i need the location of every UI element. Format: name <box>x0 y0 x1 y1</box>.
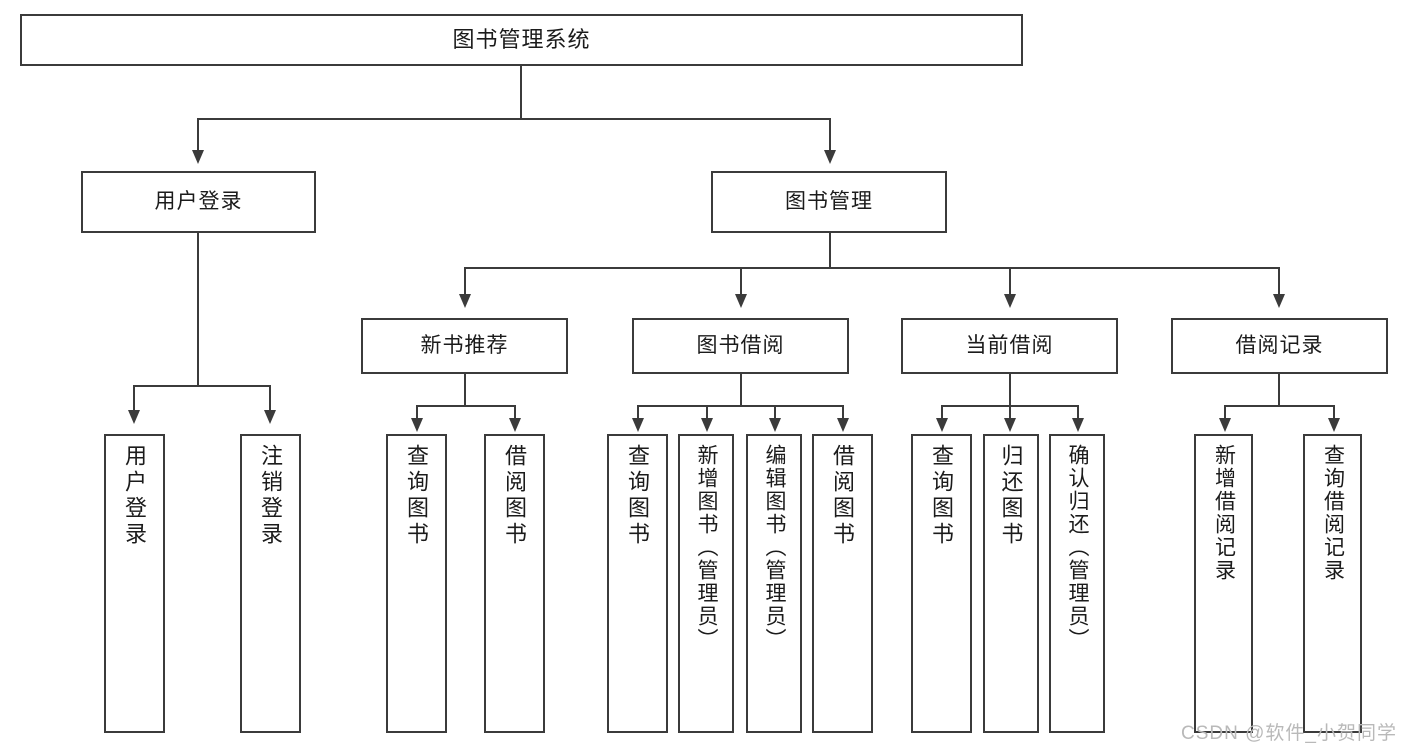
leaf-borrow-book-bb[interactable]: 借阅图书 <box>812 434 873 733</box>
watermark-text: CSDN @软件_小贺同学 <box>1181 723 1397 744</box>
node-label: 新增借阅记录 <box>1212 444 1236 582</box>
arrowhead-br-leaf1 <box>1219 418 1231 432</box>
node-new-book-recommend[interactable]: 新书推荐 <box>361 318 568 374</box>
connector-to-user-login <box>197 118 199 152</box>
node-current-borrow[interactable]: 当前借阅 <box>901 318 1118 374</box>
connector-drop-user-login-leaf <box>133 385 135 412</box>
connector-book-manage-trunk <box>829 233 831 268</box>
arrowhead-nbr-leaf2 <box>509 418 521 432</box>
arrowhead-bb-leaf1 <box>632 418 644 432</box>
node-book-management[interactable]: 图书管理 <box>711 171 947 233</box>
node-label: 新书推荐 <box>420 333 509 357</box>
connector-to-book-manage <box>829 118 831 152</box>
leaf-borrow-book-nbr[interactable]: 借阅图书 <box>484 434 545 733</box>
leaf-confirm-return-admin[interactable]: 确认归还（管理员） <box>1049 434 1105 733</box>
node-label: 用户登录 <box>122 444 148 548</box>
node-label: 借阅图书 <box>502 444 528 548</box>
leaf-user-login[interactable]: 用户登录 <box>104 434 165 733</box>
node-label: 注销登录 <box>258 444 284 548</box>
arrowhead-bb-leaf2 <box>701 418 713 432</box>
arrowhead-br-leaf2 <box>1328 418 1340 432</box>
connector-drop-br-leaf1 <box>1224 405 1226 420</box>
node-root-system[interactable]: 图书管理系统 <box>20 14 1023 66</box>
connector-drop-nbr-leaf2 <box>514 405 516 420</box>
connector-new-book-rec-bus <box>416 405 515 407</box>
leaf-add-borrow-record[interactable]: 新增借阅记录 <box>1194 434 1253 733</box>
leaf-edit-book-admin[interactable]: 编辑图书（管理员） <box>746 434 802 733</box>
connector-book-borrow-trunk <box>740 374 742 406</box>
arrowhead-to-user-login <box>192 150 204 164</box>
node-label: 图书管理 <box>785 189 873 213</box>
arrowhead-nbr-leaf1 <box>411 418 423 432</box>
connector-book-borrow-bus <box>637 405 844 407</box>
leaf-logout[interactable]: 注销登录 <box>240 434 301 733</box>
node-label: 新增图书（管理员） <box>695 444 719 651</box>
node-user-login[interactable]: 用户登录 <box>81 171 316 233</box>
node-label: 查询借阅记录 <box>1321 444 1345 582</box>
node-label: 归还图书 <box>998 444 1024 548</box>
connector-current-borrow-trunk <box>1009 374 1011 406</box>
arrowhead-logout-leaf <box>264 410 276 424</box>
arrowhead-current-borrow <box>1004 294 1016 308</box>
connector-root-trunk <box>520 66 522 119</box>
node-label: 确认归还（管理员） <box>1066 444 1090 651</box>
arrowhead-to-book-manage <box>824 150 836 164</box>
connector-drop-cb-leaf1 <box>941 405 943 420</box>
connector-drop-nbr-leaf1 <box>416 405 418 420</box>
arrowhead-new-book-rec <box>459 294 471 308</box>
leaf-query-book-bb[interactable]: 查询图书 <box>607 434 668 733</box>
leaf-return-book[interactable]: 归还图书 <box>983 434 1039 733</box>
node-label: 查询图书 <box>404 444 430 548</box>
connector-drop-bb-leaf3 <box>774 405 776 420</box>
connector-drop-book-borrow <box>740 267 742 296</box>
arrowhead-bb-leaf4 <box>837 418 849 432</box>
connector-drop-current-borrow <box>1009 267 1011 296</box>
connector-new-book-rec-trunk <box>464 374 466 406</box>
connector-drop-cb-leaf3 <box>1077 405 1079 420</box>
arrowhead-borrow-record <box>1273 294 1285 308</box>
leaf-add-book-admin[interactable]: 新增图书（管理员） <box>678 434 734 733</box>
arrowhead-user-login-leaf <box>128 410 140 424</box>
leaf-query-book-cb[interactable]: 查询图书 <box>911 434 972 733</box>
node-label: 图书管理系统 <box>452 27 591 53</box>
arrowhead-book-borrow <box>735 294 747 308</box>
connector-drop-new-book-rec <box>464 267 466 296</box>
connector-drop-bb-leaf2 <box>706 405 708 420</box>
leaf-query-book-nbr[interactable]: 查询图书 <box>386 434 447 733</box>
arrowhead-bb-leaf3 <box>769 418 781 432</box>
connector-user-login-trunk <box>197 233 199 386</box>
node-book-borrow[interactable]: 图书借阅 <box>632 318 849 374</box>
connector-borrow-record-bus <box>1224 405 1334 407</box>
node-label: 编辑图书（管理员） <box>763 444 787 651</box>
connector-level2-bus <box>197 118 831 120</box>
arrowhead-cb-leaf3 <box>1072 418 1084 432</box>
arrowhead-cb-leaf2 <box>1004 418 1016 432</box>
node-label: 图书借阅 <box>696 333 785 357</box>
connector-drop-logout-leaf <box>269 385 271 412</box>
connector-drop-cb-leaf2 <box>1009 405 1011 420</box>
connector-user-login-bus <box>133 385 270 387</box>
node-borrow-record[interactable]: 借阅记录 <box>1171 318 1388 374</box>
node-label: 借阅记录 <box>1235 333 1324 357</box>
arrowhead-cb-leaf1 <box>936 418 948 432</box>
node-label: 查询图书 <box>929 444 955 548</box>
connector-level3-bus <box>464 267 1280 269</box>
node-label: 当前借阅 <box>965 333 1054 357</box>
connector-drop-borrow-record <box>1278 267 1280 296</box>
node-label: 借阅图书 <box>830 444 856 548</box>
node-label: 用户登录 <box>154 189 243 213</box>
connector-borrow-record-trunk <box>1278 374 1280 406</box>
connector-drop-bb-leaf4 <box>842 405 844 420</box>
leaf-query-borrow-record[interactable]: 查询借阅记录 <box>1303 434 1362 733</box>
connector-drop-br-leaf2 <box>1333 405 1335 420</box>
connector-drop-bb-leaf1 <box>637 405 639 420</box>
node-label: 查询图书 <box>625 444 651 548</box>
